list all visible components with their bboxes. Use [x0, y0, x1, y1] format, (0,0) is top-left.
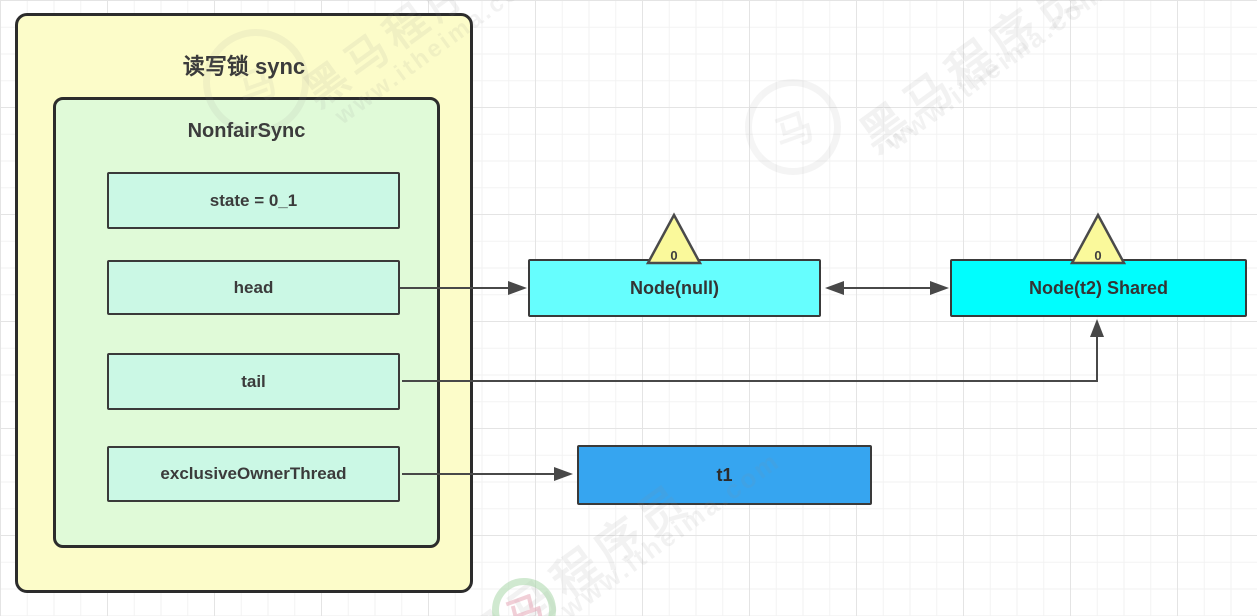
node-t2-shared-box: Node(t2) Shared: [950, 259, 1247, 317]
triangle-icon: [1069, 212, 1127, 265]
field-tail-label: tail: [241, 371, 266, 391]
field-exclusive-owner-thread: exclusiveOwnerThread: [107, 446, 400, 502]
node-t2-shared-label: Node(t2) Shared: [1028, 277, 1169, 298]
tail-to-node-t2-arrow: [402, 319, 1104, 382]
field-state-label: state = 0_1: [209, 190, 298, 210]
site-watermark: www.itheima.com: [880, 0, 1111, 157]
field-head-label: head: [233, 277, 274, 297]
field-state: state = 0_1: [107, 172, 400, 229]
node-null-waiters-count: 0: [670, 248, 678, 263]
thread-t1-label: t1: [716, 464, 733, 485]
field-exclusive-owner-thread-label: exclusiveOwnerThread: [160, 464, 347, 483]
field-tail: tail: [107, 353, 400, 410]
node-null-box: Node(null): [528, 259, 821, 317]
node-t2-waiters-badge: 0: [1069, 212, 1127, 266]
node-null-to-node-t2-double-arrow: [825, 281, 949, 295]
brand-watermark: 黑马程序员: [850, 0, 1096, 163]
nonfairsync-title: NonfairSync: [187, 120, 306, 142]
node-null-waiters-badge: 0: [645, 212, 703, 266]
itheima-logo-watermark: 马: [745, 79, 841, 175]
horse-logo-glyph: 马: [769, 104, 820, 158]
rwlock-sync-title: 读写锁 sync: [182, 54, 306, 79]
thread-t1-box: t1: [577, 445, 872, 505]
field-head: head: [107, 260, 400, 315]
horse-logo-glyph: 马: [500, 587, 551, 616]
node-t2-waiters-count: 0: [1094, 248, 1102, 263]
node-null-label: Node(null): [630, 277, 719, 298]
itheima-logo-watermark-colored: 马: [492, 578, 556, 616]
triangle-icon: [645, 212, 703, 265]
